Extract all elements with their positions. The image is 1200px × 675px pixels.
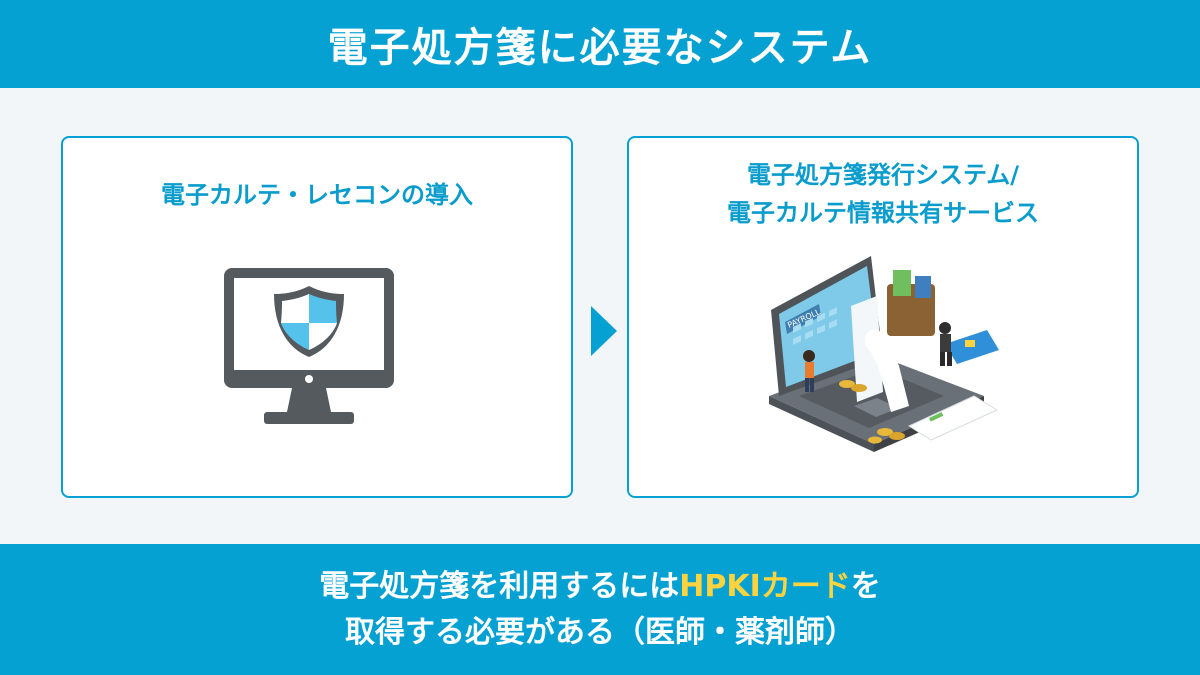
footer-line1-before: 電子処方箋を利用するには (319, 568, 680, 604)
card-title-line2: 電子カルテ情報共有サービス (727, 199, 1039, 227)
laptop-payroll-icon: PAYROLL (769, 256, 999, 452)
bottom-banner: 電子処方箋を利用するにはHPKIカードを 取得する必要がある（医師・薬剤師） (0, 544, 1200, 675)
card-ehr-receipt: 電子カルテ・レセコンの導入 (61, 136, 573, 498)
hpki-card-highlight: HPKIカード (679, 568, 851, 604)
card-title-text: 電子カルテ・レセコンの導入 (161, 181, 473, 209)
card-title-line1: 電子処方箋発行システム/ (746, 161, 1020, 189)
footer-line2: 取得する必要がある（医師・薬剤師） (345, 614, 855, 650)
arrow-right-icon (591, 306, 617, 356)
top-banner: 電子処方箋に必要なシステム (0, 0, 1200, 88)
monitor-shield-icon (224, 268, 394, 424)
footer-line1-after: を (850, 568, 881, 604)
page-title: 電子処方箋に必要なシステム (327, 25, 873, 71)
card-title: 電子カルテ・レセコンの導入 (63, 176, 571, 214)
card-title: 電子処方箋発行システム/ 電子カルテ情報共有サービス (629, 156, 1137, 232)
footer-line1: 電子処方箋を利用するにはHPKIカードを (319, 564, 881, 610)
card-prescription-system: 電子処方箋発行システム/ 電子カルテ情報共有サービス PAYROLL (627, 136, 1139, 498)
